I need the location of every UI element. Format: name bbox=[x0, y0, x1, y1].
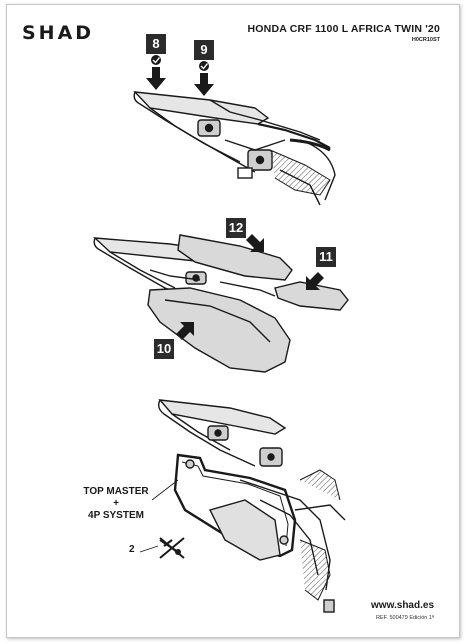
arrow-down-icon bbox=[194, 73, 214, 96]
figure-4p-system bbox=[157, 399, 346, 613]
model-title: HONDA CRF 1100 L AFRICA TWIN '20 bbox=[247, 23, 440, 35]
step-8-badge: 8 bbox=[146, 34, 166, 54]
website-url: www.shad.es bbox=[371, 600, 434, 611]
system-label: TOP MASTER + 4P SYSTEM bbox=[76, 486, 156, 522]
step-8-marker bbox=[146, 55, 166, 90]
step-11-badge: 11 bbox=[316, 247, 336, 267]
step-10-badge: 10 bbox=[154, 339, 174, 359]
system-label-line2: + bbox=[113, 498, 119, 509]
model-code: H0CR10ST bbox=[411, 37, 440, 43]
arrow-down-icon bbox=[146, 67, 166, 90]
brand-logo: SHAD bbox=[22, 22, 95, 44]
step-12-arrow bbox=[246, 234, 264, 252]
document-reference: REF. 500479 Edición 1ª bbox=[376, 615, 434, 621]
step-10-arrow bbox=[176, 322, 194, 340]
figure-rack-steps-8-9 bbox=[133, 91, 336, 206]
step-9-marker bbox=[194, 61, 214, 96]
label-leader-line bbox=[151, 479, 179, 501]
arrow-down-icon bbox=[306, 272, 324, 290]
check-icon bbox=[200, 63, 209, 70]
step-11-arrow bbox=[306, 272, 324, 290]
system-label-line3: 4P SYSTEM bbox=[88, 510, 144, 521]
arrow-down-icon bbox=[176, 322, 194, 340]
figure-seats-steps-10-11-12 bbox=[93, 234, 349, 373]
crossed-screw-icon bbox=[139, 537, 185, 559]
step-9-badge: 9 bbox=[194, 40, 214, 60]
system-label-line1: TOP MASTER bbox=[83, 486, 149, 497]
check-icon bbox=[152, 57, 161, 64]
arrow-down-icon bbox=[246, 234, 264, 252]
screw-count: 2 bbox=[129, 544, 135, 555]
step-12-badge: 12 bbox=[226, 218, 246, 238]
